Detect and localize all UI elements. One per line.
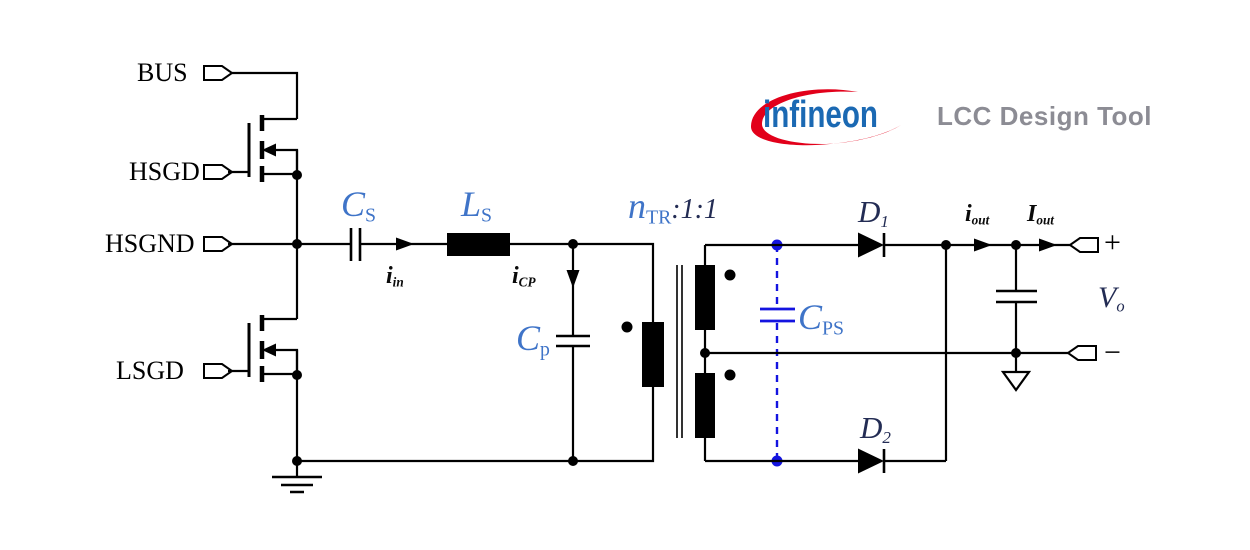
logo-swoosh-icon bbox=[750, 89, 901, 146]
lsgd-terminal-label: LSGD bbox=[116, 356, 184, 385]
cout-plates bbox=[996, 289, 1037, 304]
bottom-return-wire bbox=[297, 387, 655, 463]
body-diode-arrow bbox=[262, 343, 276, 357]
d2-label: D2 bbox=[860, 410, 891, 447]
cps-label: CPS bbox=[798, 297, 845, 340]
vout-minus-terminal-flag bbox=[1066, 345, 1097, 361]
turns-ratio-label: nTR:1:1 bbox=[628, 186, 718, 229]
body-tap bbox=[274, 348, 299, 375]
cp-plates bbox=[556, 334, 590, 348]
vout-plus-terminal-flag bbox=[1068, 237, 1099, 253]
body-diode-arrow bbox=[262, 143, 276, 157]
cp-label: Cp bbox=[516, 318, 550, 361]
bus-terminal-label: BUS bbox=[137, 58, 188, 87]
minus-sign: − bbox=[1104, 336, 1121, 369]
junction-dot bbox=[292, 370, 302, 380]
ls-label: LS bbox=[461, 184, 493, 227]
lsgd-terminal-flag bbox=[203, 363, 234, 379]
ground-triangle bbox=[1000, 370, 1032, 392]
junction-dot bbox=[568, 456, 578, 466]
junction-dot bbox=[292, 456, 302, 466]
cs-label: CS bbox=[341, 184, 377, 227]
junction-dot bbox=[568, 239, 578, 249]
hsgd-terminal-label: HSGD bbox=[129, 157, 200, 186]
secondary-lower-polarity-dot bbox=[724, 369, 736, 381]
ground-bars bbox=[272, 475, 322, 494]
output-capacitor bbox=[996, 245, 1037, 353]
junction-dot bbox=[292, 170, 302, 180]
cs-capacitor bbox=[349, 228, 362, 261]
cs-plates bbox=[349, 228, 362, 261]
resonant-tank bbox=[228, 170, 655, 466]
cps-plates bbox=[760, 307, 795, 323]
junction-dot bbox=[1011, 240, 1021, 250]
icp-current-label: iCP bbox=[512, 263, 536, 290]
iout-arrow bbox=[974, 238, 992, 252]
cp-capacitor bbox=[556, 244, 590, 461]
iin-arrow bbox=[396, 237, 414, 251]
icp-arrow bbox=[566, 270, 580, 288]
ground-symbol-left bbox=[272, 461, 322, 494]
vout-label: Vo bbox=[1098, 281, 1125, 316]
diode-d1 bbox=[858, 232, 886, 258]
secondary-upper-polarity-dot bbox=[724, 269, 736, 281]
Iout-current-label: Iout bbox=[1027, 201, 1054, 228]
infineon-logo: infineon bbox=[750, 89, 901, 146]
body-tap bbox=[274, 148, 299, 175]
hsgnd-terminal-label: HSGND bbox=[105, 229, 195, 258]
junction-dot bbox=[292, 239, 302, 249]
secondary-lower-winding bbox=[695, 373, 715, 438]
iout-current-label: iout bbox=[965, 201, 990, 228]
bus-wire bbox=[232, 71, 299, 119]
high-side-mosfet bbox=[247, 115, 299, 182]
core-lines bbox=[676, 265, 683, 438]
low-side-mosfet bbox=[247, 315, 299, 382]
ground-symbol-right bbox=[1000, 353, 1032, 392]
secondary-upper-winding bbox=[695, 265, 715, 330]
plus-sign: + bbox=[1104, 226, 1121, 259]
primary-winding bbox=[642, 322, 664, 387]
d1-label: D1 bbox=[858, 194, 889, 231]
bus-terminal-flag bbox=[203, 65, 234, 81]
primary-polarity-dot bbox=[621, 321, 633, 333]
half-bridge-section bbox=[203, 65, 322, 494]
output-stage bbox=[705, 237, 1099, 392]
Iout-arrow bbox=[1039, 238, 1057, 252]
ls-to-primary-wire bbox=[510, 242, 655, 322]
diode-d2 bbox=[858, 448, 886, 474]
page-title: LCC Design Tool bbox=[937, 101, 1153, 131]
hsgnd-terminal-flag bbox=[203, 236, 234, 252]
junction-dot bbox=[1011, 348, 1021, 358]
d1-triangle bbox=[858, 232, 884, 258]
cps-capacitor bbox=[760, 239, 795, 467]
logo-wordmark: infineon bbox=[763, 94, 878, 136]
hsgd-terminal-flag bbox=[203, 164, 234, 180]
ls-inductor bbox=[447, 233, 510, 256]
iin-current-label: iin bbox=[386, 263, 404, 290]
d2-triangle bbox=[858, 448, 884, 474]
